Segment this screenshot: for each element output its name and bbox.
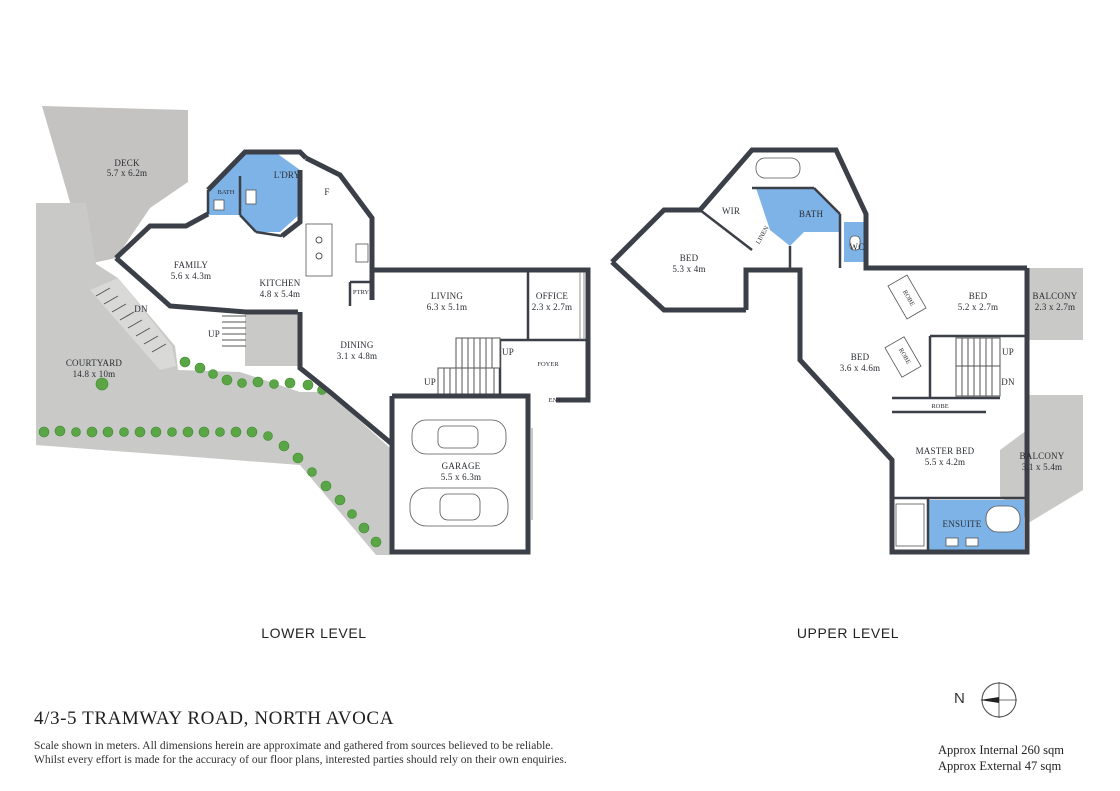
disclaimer-line-2: Whilst every effort is made for the accu… bbox=[34, 754, 567, 766]
dining-dim: 3.1 x 4.8m bbox=[337, 351, 378, 361]
kitchen-dim: 4.8 x 5.4m bbox=[260, 289, 301, 299]
compass-north-label: N bbox=[954, 690, 965, 707]
bed-2-dim: 5.2 x 2.7m bbox=[958, 302, 999, 312]
balcony-1-label: BALCONY bbox=[1033, 291, 1078, 301]
robe-3-label: ROBE bbox=[931, 403, 948, 410]
wir-label: WIR bbox=[722, 206, 740, 216]
upper-bath-label: BATH bbox=[799, 209, 824, 219]
lower-level-caption: LOWER LEVEL bbox=[261, 625, 366, 641]
upper-dn-label: DN bbox=[1001, 377, 1015, 387]
master-bed-dim: 5.5 x 4.2m bbox=[925, 457, 966, 467]
robe-2-box bbox=[884, 336, 922, 378]
lower-up-3: UP bbox=[424, 377, 436, 387]
area-summary: Approx Internal 260 sqm Approx External … bbox=[938, 742, 1064, 774]
balcony-2-label: BALCONY bbox=[1020, 451, 1065, 461]
ensuite-label: ENSUITE bbox=[943, 519, 982, 529]
lower-up-1: UP bbox=[208, 329, 220, 339]
bed-1-label: BED bbox=[680, 253, 699, 263]
fridge-label: F bbox=[324, 187, 329, 197]
balcony-1-dim: 2.3 x 2.7m bbox=[1035, 302, 1076, 312]
disclaimer-line-1: Scale shown in meters. All dimensions he… bbox=[34, 740, 554, 752]
porch-steps bbox=[222, 315, 246, 347]
upper-bath-wet-area bbox=[756, 188, 840, 246]
lower-up-2: UP bbox=[502, 347, 514, 357]
bed-3-dim: 3.6 x 4.6m bbox=[840, 363, 881, 373]
upper-level-caption: UPPER LEVEL bbox=[797, 625, 899, 641]
courtyard-dim: 14.8 x 10m bbox=[73, 369, 116, 379]
compass: N bbox=[954, 680, 1026, 720]
wc-label: WC bbox=[850, 242, 865, 252]
compass-rose-icon bbox=[980, 682, 1017, 718]
garage-cars bbox=[409, 419, 509, 527]
pantry-label: PTRY bbox=[353, 289, 370, 296]
lower-level-plan bbox=[36, 106, 591, 555]
garden-strip bbox=[38, 356, 382, 548]
balcony-top-area bbox=[1027, 268, 1083, 340]
master-bed-label: MASTER BED bbox=[916, 446, 975, 456]
bed-2-label: BED bbox=[969, 291, 988, 301]
family-label: FAMILY bbox=[174, 260, 208, 270]
laundry-label: L'DRY bbox=[274, 170, 301, 180]
deck-label: DECK bbox=[114, 158, 140, 168]
linen-label: LINEN bbox=[755, 225, 771, 246]
internal-area: Approx Internal 260 sqm bbox=[938, 743, 1065, 757]
deck-dim: 5.7 x 6.2m bbox=[107, 168, 148, 178]
dining-label: DINING bbox=[340, 340, 373, 350]
living-label: LIVING bbox=[431, 291, 463, 301]
balcony-bottom-area bbox=[1000, 395, 1083, 522]
robe-1-box bbox=[887, 274, 927, 320]
family-dim: 5.6 x 4.3m bbox=[171, 271, 212, 281]
courtyard-path bbox=[90, 278, 176, 370]
balcony-2-dim: 3.1 x 5.4m bbox=[1022, 462, 1063, 472]
foyer-label: FOYER bbox=[537, 361, 559, 368]
lower-dn-label: DN bbox=[134, 304, 148, 314]
ent-label: ENT bbox=[549, 397, 562, 404]
upper-stairs bbox=[955, 337, 1001, 397]
garage-label: GARAGE bbox=[442, 461, 481, 471]
disclaimer: Scale shown in meters. All dimensions he… bbox=[34, 739, 567, 767]
courtyard-steps bbox=[95, 287, 167, 353]
upper-up-label: UP bbox=[1002, 347, 1014, 357]
bed-3-label: BED bbox=[851, 352, 870, 362]
living-dim: 6.3 x 5.1m bbox=[427, 302, 468, 312]
office-label: OFFICE bbox=[536, 291, 569, 301]
small-bath-label: BATH bbox=[218, 189, 235, 196]
porch-block bbox=[245, 314, 299, 366]
office-dim: 2.3 x 2.7m bbox=[532, 302, 573, 312]
courtyard-label: COURTYARD bbox=[66, 358, 123, 368]
bed-1-dim: 5.3 x 4m bbox=[672, 264, 705, 274]
kitchen-label: KITCHEN bbox=[260, 278, 301, 288]
lower-stairs bbox=[437, 337, 501, 397]
upper-level-plan bbox=[610, 147, 1083, 555]
garage-dim: 5.5 x 6.3m bbox=[441, 472, 482, 482]
property-address: 4/3-5 TRAMWAY ROAD, NORTH AVOCA bbox=[34, 708, 395, 729]
external-area: Approx External 47 sqm bbox=[938, 759, 1062, 773]
kitchen-island bbox=[305, 223, 333, 277]
